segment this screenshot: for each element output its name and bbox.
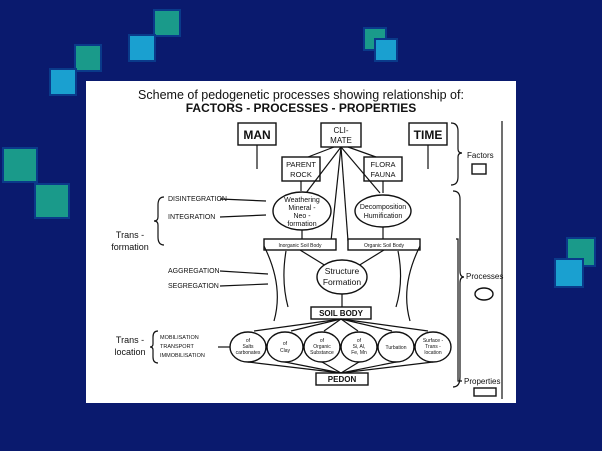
climate-box	[320, 122, 362, 148]
title-line-2: FACTORS - PROCESSES - PROPERTIES	[186, 101, 416, 115]
translocation-label-2: location	[114, 347, 145, 357]
processes-circle-icon	[474, 287, 494, 301]
pedon-box	[315, 372, 369, 386]
organic-soil-body-label: Organic Soil Body	[364, 243, 405, 249]
structure-label-2: Formation	[323, 277, 362, 287]
decor-square	[2, 147, 38, 183]
oval-clay-1: of	[283, 341, 288, 347]
inorganic-soil-body-label: Inorganic Soil Body	[278, 243, 322, 249]
decor-square	[153, 9, 181, 37]
weathering-label-1: Weathering	[284, 197, 320, 204]
diagram-panel: Scheme of pedogenetic processes showing …	[86, 81, 516, 403]
parent-rock-label-1: PARENT	[286, 160, 316, 169]
properties-rect-icon	[473, 387, 497, 397]
aggregation-label: AGGREGATION	[168, 268, 220, 275]
oval-si-al-1: of	[357, 338, 362, 344]
processes-label: Processes	[466, 272, 503, 281]
pedon-label: PEDON	[328, 375, 357, 384]
parent-rock-label-2: ROCK	[290, 170, 312, 179]
structure-label-1: Structure	[325, 266, 360, 276]
oval-clay	[266, 331, 304, 363]
factors-label: Factors	[467, 151, 494, 160]
decor-square	[34, 183, 70, 219]
flora-fauna-box	[363, 156, 403, 182]
decomposition-oval	[354, 194, 412, 228]
flora-fauna-label-2: FAUNA	[370, 170, 395, 179]
weathering-label-2: Mineral -	[288, 205, 316, 212]
oval-turbation-1: Turbation	[386, 345, 407, 351]
decor-square	[374, 38, 398, 62]
oval-surface-2: Trans -	[425, 344, 441, 350]
translocation-label-1: Trans -	[116, 335, 144, 345]
disintegration-label: DISINTEGRATION	[168, 196, 227, 203]
immobilisation-label: IMMOBILISATION	[160, 353, 205, 359]
oval-organic-3: Substance	[310, 350, 334, 356]
time-label: TIME	[414, 128, 443, 142]
climate-label-2: MATE	[330, 136, 352, 145]
decor-square	[128, 34, 156, 62]
properties-label: Properties	[464, 377, 500, 386]
oval-organic-2: Organic	[313, 344, 331, 350]
oval-salts-1: of	[246, 338, 251, 344]
transformation-label-2: formation	[111, 242, 149, 252]
integration-label: INTEGRATION	[168, 214, 215, 221]
oval-surface-3: location	[424, 350, 441, 356]
decor-square	[554, 258, 584, 288]
oval-salts-2: Salts	[242, 344, 254, 350]
title-line-1: Scheme of pedogenetic processes showing …	[138, 88, 464, 102]
decomposition-label-2: Humification	[364, 213, 403, 220]
oval-organic-1: of	[320, 338, 325, 344]
transport-label: TRANSPORT	[160, 344, 194, 350]
decor-square	[74, 44, 102, 72]
weathering-label-4: formation	[287, 221, 316, 228]
flora-fauna-label-1: FLORA	[370, 160, 395, 169]
climate-label-1: CLI-	[333, 126, 348, 135]
segregation-label: SEGREGATION	[168, 283, 219, 290]
mobilisation-label: MOBILISATION	[160, 335, 199, 341]
factors-square-icon	[471, 163, 487, 175]
pedogenesis-diagram: Scheme of pedogenetic processes showing …	[111, 88, 503, 399]
transformation-label-1: Trans -	[116, 230, 144, 240]
decor-square	[49, 68, 77, 96]
oval-si-al-2: Si, Al,	[353, 344, 366, 350]
oval-clay-2: Clay	[280, 348, 291, 354]
oval-salts-3: carbonates	[236, 350, 261, 356]
man-label: MAN	[243, 128, 270, 142]
weathering-label-3: Neo -	[293, 213, 311, 220]
soil-body-label: SOIL BODY	[319, 309, 364, 318]
oval-si-al-3: Fe, Mn	[351, 350, 367, 356]
decomposition-label-1: Decomposition	[360, 204, 406, 211]
oval-surface-1: Surface -	[423, 338, 444, 344]
